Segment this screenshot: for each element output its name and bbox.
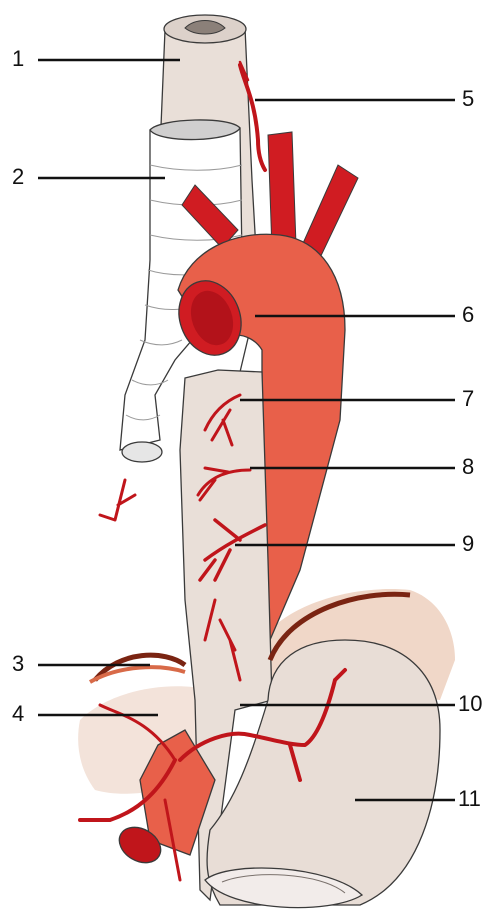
callout-2: 2: [12, 166, 24, 188]
callout-3: 3: [12, 653, 24, 675]
callout-9: 9: [462, 533, 474, 555]
callout-1: 1: [12, 48, 24, 70]
callout-4: 4: [12, 703, 24, 725]
callout-5: 5: [462, 88, 474, 110]
callout-8: 8: [462, 456, 474, 478]
callout-7: 7: [462, 388, 474, 410]
callout-10: 10: [458, 693, 482, 715]
callout-6: 6: [462, 304, 474, 326]
callout-11: 11: [458, 788, 481, 810]
